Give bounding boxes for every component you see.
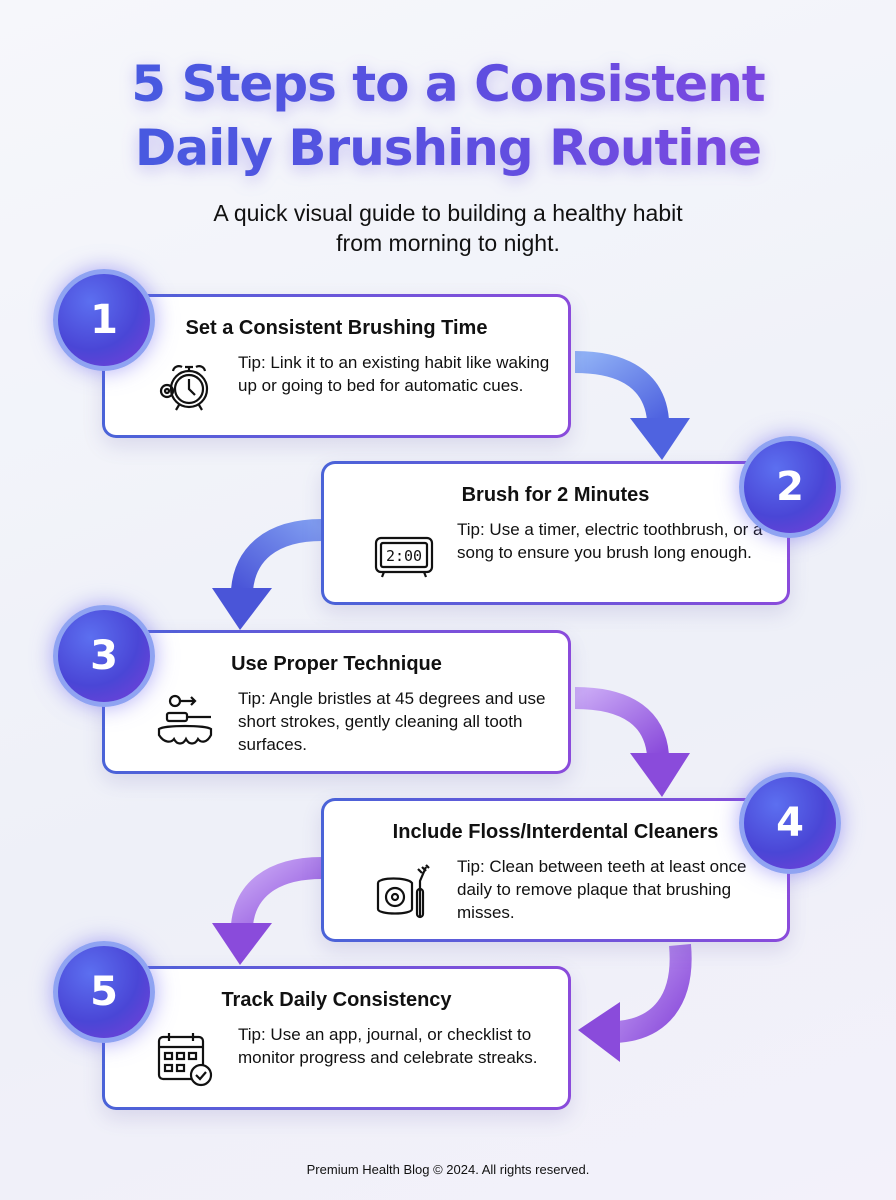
step-number-badge-5: 5: [53, 941, 155, 1043]
step-title: Set a Consistent Brushing Time: [185, 317, 488, 339]
step-number-badge-4: 4: [739, 772, 841, 874]
step-card-1: Set a Consistent Brushing Time Tip: Link…: [102, 294, 571, 438]
arrow-3-to-4: [574, 687, 690, 797]
step-title: Track Daily Consistency: [221, 989, 452, 1011]
step-tip: Tip: Link it to an existing habit like w…: [238, 353, 550, 395]
step-tip: Tip: Angle bristles at 45 degrees and us…: [238, 689, 546, 754]
step-card-4: Include Floss/Interdental Cleaners Tip: …: [321, 798, 790, 942]
arrow-4-to-5: [212, 857, 323, 965]
subtitle: A quick visual guide to building a healt…: [213, 200, 683, 256]
floss-interdental-brush-icon: [376, 864, 430, 919]
alarm-clock-gear-icon: [159, 365, 209, 411]
step-title: Include Floss/Interdental Cleaners: [392, 821, 719, 843]
calendar-check-icon: [157, 1033, 213, 1087]
svg-text:2:00: 2:00: [386, 547, 422, 565]
footer-copyright: Premium Health Blog © 2024. All rights r…: [306, 1162, 590, 1177]
step-tip: Tip: Use an app, journal, or checklist t…: [238, 1025, 538, 1067]
toothbrush-teeth-icon: [157, 694, 213, 745]
step-tip: Tip: Use a timer, electric toothbrush, o…: [457, 520, 763, 562]
arrow-4-to-5-return: [578, 944, 692, 1062]
step-card-3: Use Proper Technique Tip: Angle bristles…: [102, 630, 571, 774]
step-title: Use Proper Technique: [231, 653, 442, 675]
arrow-2-to-3: [212, 519, 323, 630]
step-number-badge-1: 1: [53, 269, 155, 371]
step-title: Brush for 2 Minutes: [461, 484, 650, 506]
step-card-2: Brush for 2 Minutes 2:00 Tip: Use a time…: [321, 461, 790, 605]
step-number-badge-3: 3: [53, 605, 155, 707]
step-number-badge-2: 2: [739, 436, 841, 538]
arrow-1-to-2: [574, 351, 690, 460]
digital-timer-icon: 2:00: [374, 536, 434, 578]
step-card-5: Track Daily Consistency Tip: Use an app,…: [102, 966, 571, 1110]
step-tip: Tip: Clean between teeth at least once d…: [457, 857, 747, 922]
